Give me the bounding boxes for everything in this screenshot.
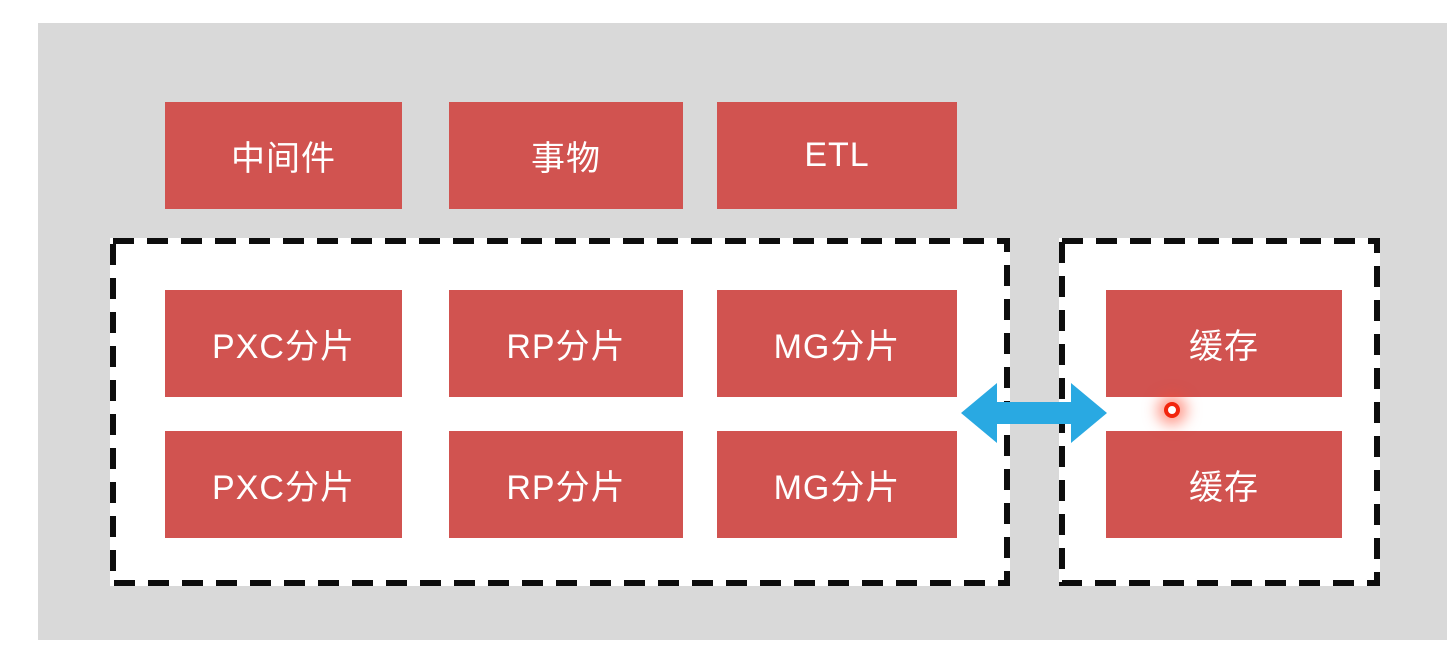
cache-cluster-group: 缓存 缓存 (1059, 238, 1380, 586)
node-mg-shard-2: MG分片 (717, 431, 957, 538)
double-arrow-icon (961, 383, 1107, 443)
node-middleware: 中间件 (165, 102, 402, 209)
node-pxc-shard-1: PXC分片 (165, 290, 402, 397)
node-cache-1: 缓存 (1106, 290, 1342, 397)
node-rp-shard-1-label: RP分片 (506, 328, 626, 366)
node-cache-1-label: 缓存 (1189, 328, 1259, 366)
node-mg-shard-1: MG分片 (717, 290, 957, 397)
node-etl-label: ETL (804, 136, 870, 174)
node-pxc-shard-1-label: PXC分片 (212, 328, 355, 366)
node-mg-shard-1-label: MG分片 (773, 328, 901, 366)
node-pxc-shard-2-label: PXC分片 (212, 469, 355, 507)
node-etl: ETL (717, 102, 957, 209)
node-cache-2-label: 缓存 (1189, 469, 1259, 507)
node-rp-shard-2: RP分片 (449, 431, 683, 538)
node-mg-shard-2-label: MG分片 (773, 469, 901, 507)
node-transaction: 事物 (449, 102, 683, 209)
node-cache-2: 缓存 (1106, 431, 1342, 538)
laser-pointer-dot (1164, 402, 1180, 418)
node-transaction-label: 事物 (531, 140, 601, 178)
node-rp-shard-1: RP分片 (449, 290, 683, 397)
node-rp-shard-2-label: RP分片 (506, 469, 626, 507)
node-pxc-shard-2: PXC分片 (165, 431, 402, 538)
shard-cluster-group: PXC分片 RP分片 MG分片 PXC分片 RP分片 MG分片 (110, 238, 1010, 586)
node-middleware-label: 中间件 (231, 140, 336, 178)
